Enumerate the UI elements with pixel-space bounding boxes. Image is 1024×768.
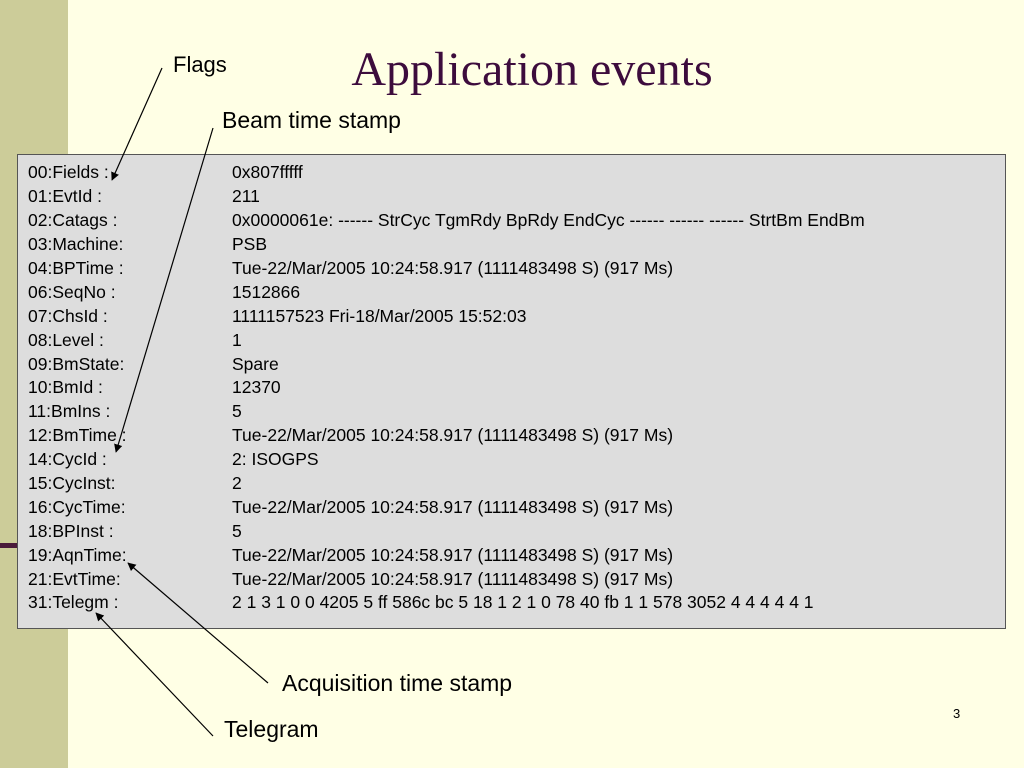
event-field-key: 18:BPInst : xyxy=(28,520,114,541)
callout-flags: Flags xyxy=(173,52,227,77)
event-field-row: 02:Catags : 0x0000061e: ------ StrCyc Tgm… xyxy=(28,209,1005,233)
event-field-row: 06:SeqNo : 1512866 xyxy=(28,280,1005,304)
event-field-value: 5 xyxy=(232,401,242,422)
callout-acquisition-time-stamp: Acquisition time stamp xyxy=(282,670,513,696)
event-field-row: 10:BmId : 12370 xyxy=(28,376,1005,400)
event-field-key: 10:BmId : xyxy=(28,377,103,398)
event-field-row: 14:CycId : 2: ISOGPS xyxy=(28,448,1005,472)
event-field-row: 08:Level : 1 xyxy=(28,328,1005,352)
event-field-key: 03:Machine: xyxy=(28,234,124,255)
callout-beam-time-stamp: Beam time stamp xyxy=(222,107,401,133)
event-field-row: 00:Fields : 0x807fffff xyxy=(28,161,1005,185)
event-field-key: 15:CycInst: xyxy=(28,473,116,494)
event-field-row: 18:BPInst : 5 xyxy=(28,519,1005,543)
event-field-value: 12370 xyxy=(232,377,281,398)
event-field-value: 211 xyxy=(232,186,260,207)
event-field-value: 1 xyxy=(232,329,242,350)
event-field-key: 11:BmIns : xyxy=(28,401,111,422)
page-number: 3 xyxy=(953,706,961,721)
event-field-row: 21:EvtTime: Tue-22/Mar/2005 10:24:58.917 … xyxy=(28,567,1005,591)
event-field-value: Tue-22/Mar/2005 10:24:58.917 (1111483498… xyxy=(232,258,674,278)
event-field-row: 12:BmTime : Tue-22/Mar/2005 10:24:58.917 … xyxy=(28,424,1005,448)
event-field-key: 21:EvtTime: xyxy=(28,568,121,589)
event-field-value: Tue-22/Mar/2005 10:24:58.917 (1111483498… xyxy=(232,568,674,589)
callout-telegram: Telegram xyxy=(224,716,319,742)
event-field-value: Tue-22/Mar/2005 10:24:58.917 (1111483498… xyxy=(232,544,674,565)
event-field-key: 00:Fields : xyxy=(28,162,109,183)
event-field-value: 1512866 xyxy=(232,281,301,302)
event-field-value: 0x0000061e: ------ StrCyc TgmRdy BpRdy E… xyxy=(232,210,865,231)
event-field-row: 07:ChsId : 1111157523 Fri-18/Mar/2005 15:… xyxy=(28,304,1005,328)
event-field-key: 31:Telegm : xyxy=(28,592,119,613)
event-field-value: Tue-22/Mar/2005 10:24:58.917 (1111483498… xyxy=(232,496,674,517)
slide-title: Application events xyxy=(351,43,713,96)
event-field-value: Spare xyxy=(232,353,279,374)
event-field-key: 08:Level : xyxy=(28,329,104,350)
event-field-key: 07:ChsId : xyxy=(28,305,108,326)
event-field-value: 2: ISOGPS xyxy=(232,449,319,470)
event-field-row: 16:CycTime: Tue-22/Mar/2005 10:24:58.917 … xyxy=(28,495,1005,519)
event-field-row: 03:Machine: PSB xyxy=(28,233,1005,257)
event-field-row: 11:BmIns : 5 xyxy=(28,400,1005,424)
event-field-value: PSB xyxy=(232,234,268,255)
event-field-value: 2 xyxy=(232,473,242,494)
event-field-row: 01:EvtId : 211 xyxy=(28,185,1005,209)
event-field-key: 01:EvtId : xyxy=(28,186,102,207)
event-field-row: 15:CycInst: 2 xyxy=(28,472,1005,496)
event-field-value: 1111157523 Fri-18/Mar/2005 15:52:03 xyxy=(232,305,527,326)
event-field-value: 2 1 3 1 0 0 4205 5 ff 586c bc 5 18 1 2 1… xyxy=(232,592,814,613)
event-field-key: 06:SeqNo : xyxy=(28,281,116,302)
event-field-key: 16:CycTime: xyxy=(28,496,126,517)
event-field-key: 12:BmTime : xyxy=(28,425,127,446)
event-field-row: 09:BmState: Spare xyxy=(28,352,1005,376)
event-field-key: 14:CycId : xyxy=(28,449,107,470)
arrow-telegram xyxy=(95,612,214,737)
event-field-value: 5 xyxy=(232,520,242,541)
event-field-key: 19:AqnTime: xyxy=(28,544,127,565)
event-field-key: 02:Catags : xyxy=(28,210,118,231)
event-field-row: 19:AqnTime: Tue-22/Mar/2005 10:24:58.917 … xyxy=(28,543,1005,567)
event-field-value: 0x807fffff xyxy=(232,162,303,183)
event-field-row: 04:BPTime : Tue-22/Mar/2005 10:24:58.917 … xyxy=(28,257,1005,281)
event-field-value: Tue-22/Mar/2005 10:24:58.917 (1111483498… xyxy=(232,425,674,446)
side-rule xyxy=(0,543,20,548)
event-field-row: 31:Telegm : 2 1 3 1 0 0 4205 5 ff 586c bc… xyxy=(28,591,1005,615)
event-field-key: 09:BmState: xyxy=(28,353,125,374)
event-field-key: 04:BPTime : xyxy=(28,258,124,278)
